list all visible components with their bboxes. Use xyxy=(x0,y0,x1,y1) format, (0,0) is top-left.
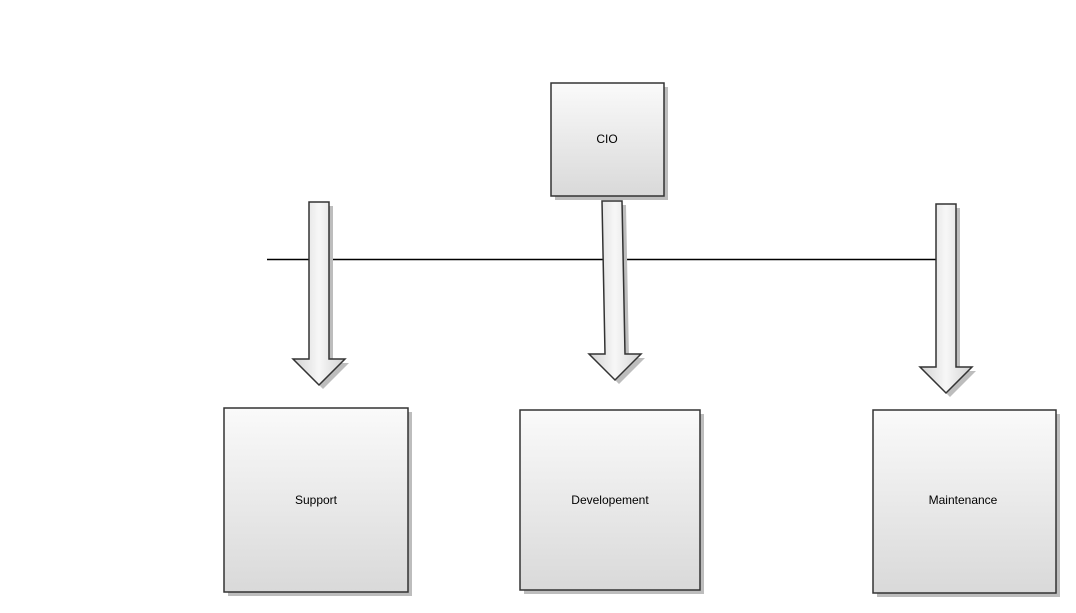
maintenance-label: Maintenance xyxy=(929,493,998,507)
development-node[interactable]: Developement xyxy=(519,409,704,594)
arrow-to-maintenance[interactable] xyxy=(918,203,976,397)
cio-node[interactable]: CIO xyxy=(550,82,668,200)
development-label: Developement xyxy=(571,493,649,507)
arrow-to-support[interactable] xyxy=(291,201,349,389)
support-label: Support xyxy=(295,493,338,507)
maintenance-node[interactable]: Maintenance xyxy=(872,409,1060,597)
arrow-to-development[interactable] xyxy=(587,200,645,384)
support-node[interactable]: Support xyxy=(223,407,412,596)
cio-label: CIO xyxy=(596,132,617,146)
